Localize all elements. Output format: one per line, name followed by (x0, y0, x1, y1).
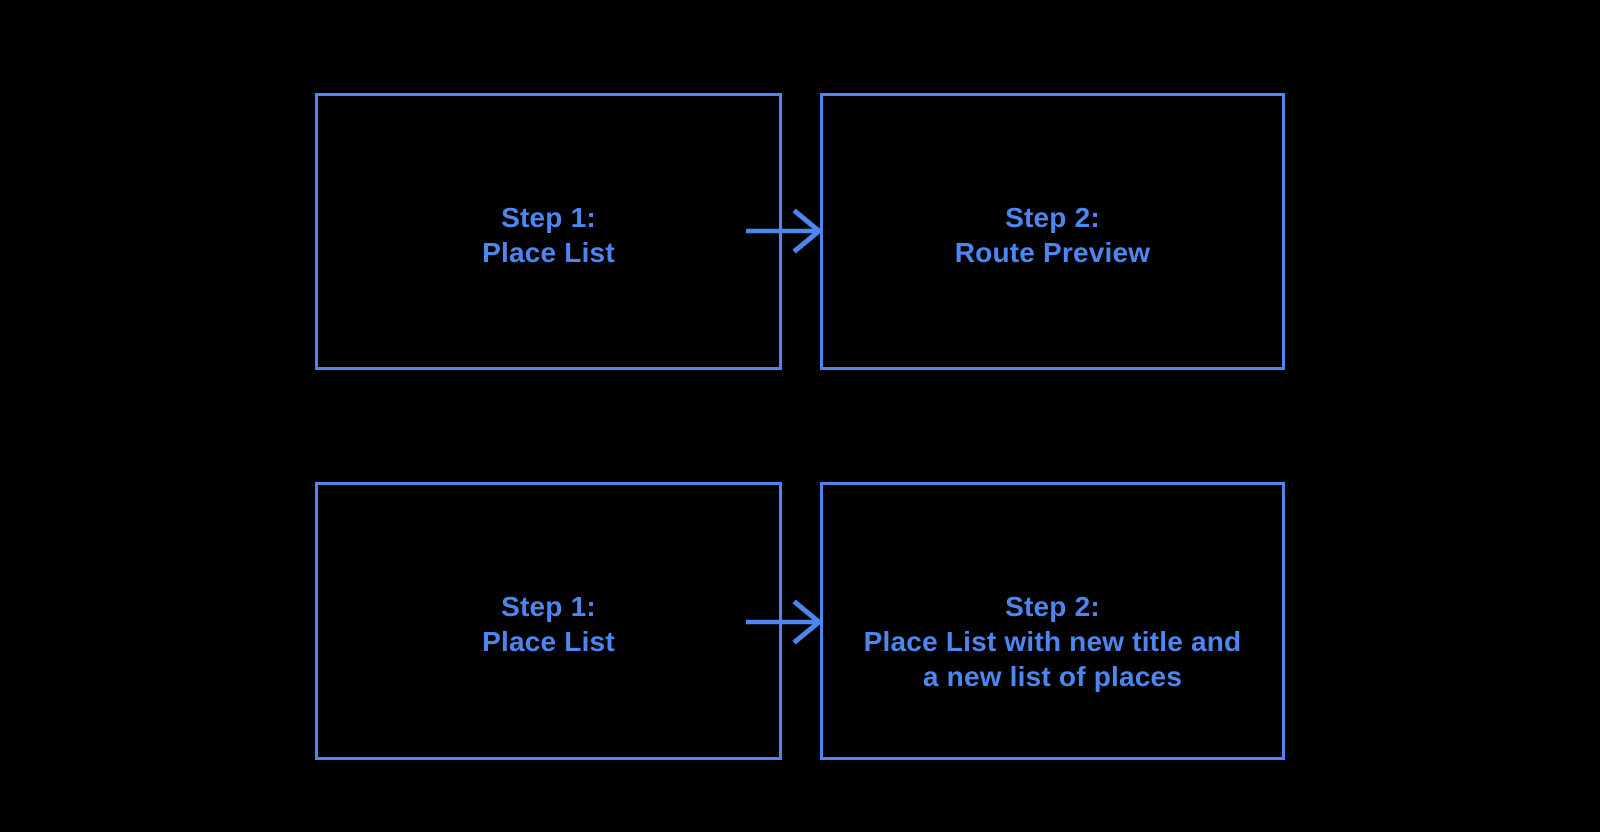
flow-box-row2-step2: Step 2: Place List with new title and a … (820, 482, 1285, 760)
flow-box-label: Step 1: Place List (482, 591, 615, 657)
flow-box-row2-step1: Step 1: Place List (315, 482, 782, 760)
flow-box-label: Step 2: Route Preview (954, 202, 1151, 268)
flow-box-row1-step2: Step 2: Route Preview (820, 93, 1285, 370)
flow-box-label: Step 1: Place List (482, 202, 615, 268)
right-arrow-icon (745, 207, 829, 255)
flow-box-label: Step 2: Place List with new title and a … (863, 591, 1242, 692)
flow-box-row1-step1: Step 1: Place List (315, 93, 782, 370)
right-arrow-icon (745, 598, 829, 646)
